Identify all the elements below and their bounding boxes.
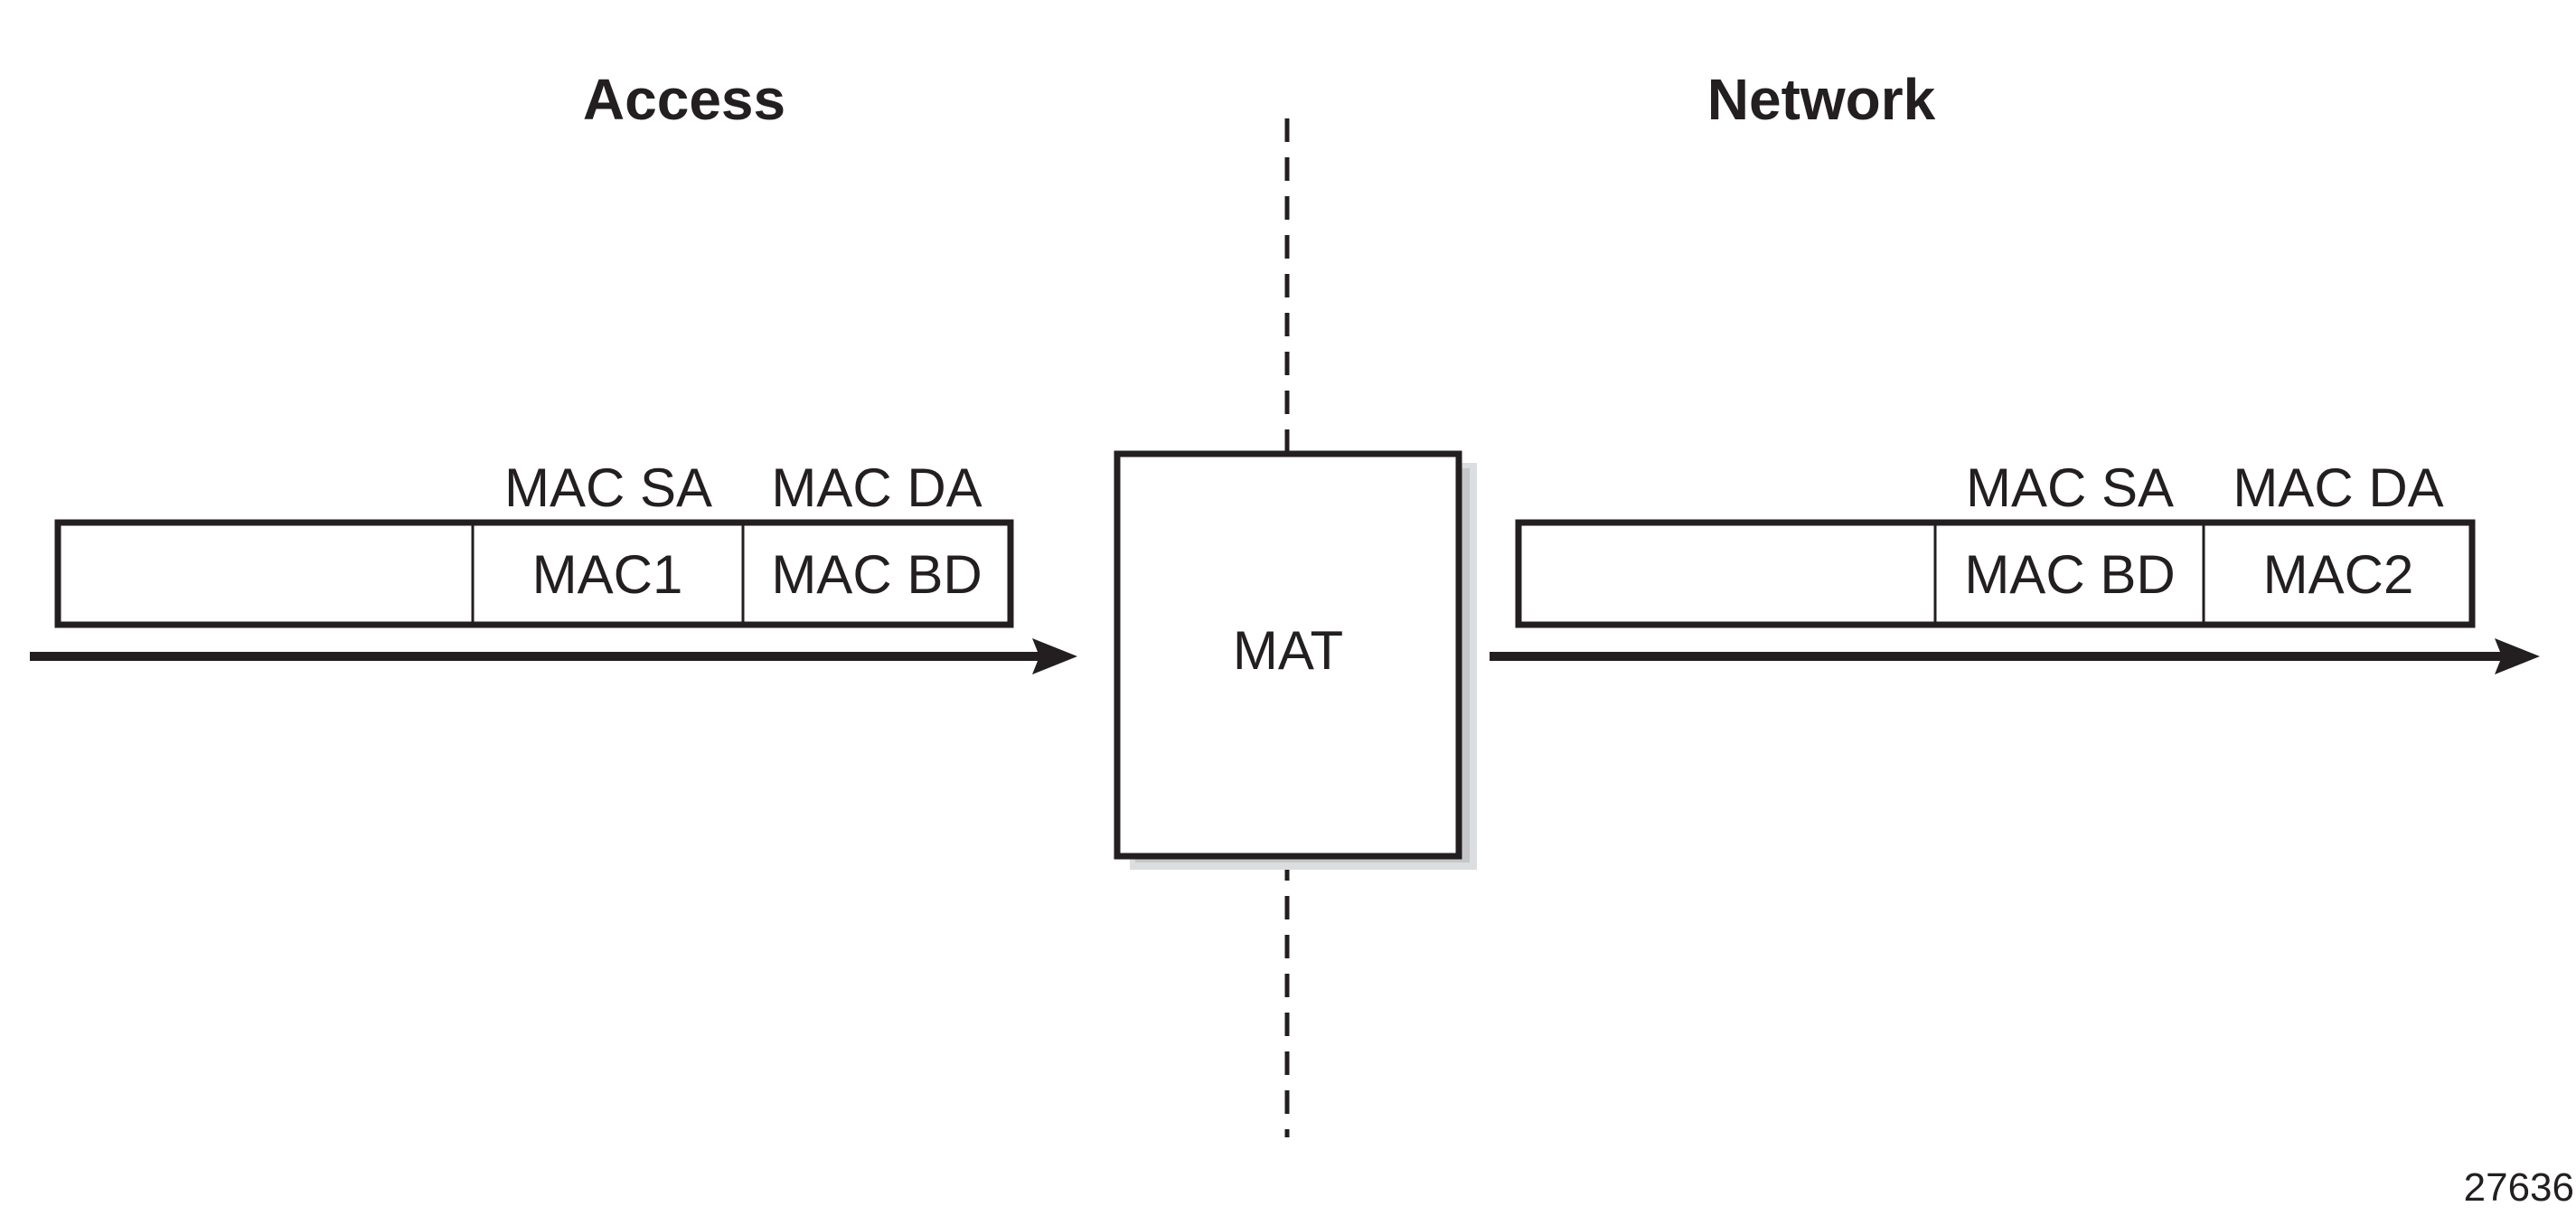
network-flow-arrow <box>1490 638 2540 674</box>
mat-label: MAT <box>1233 620 1343 681</box>
access-flow-arrow <box>30 638 1077 674</box>
access-title: Access <box>583 67 785 132</box>
access-frame-outline <box>54 519 1014 628</box>
mat-box <box>1114 450 1462 860</box>
access-frame: MAC SA MAC DA MAC1 MAC BD <box>54 457 1014 628</box>
access-header-mac-sa: MAC SA <box>504 457 712 518</box>
access-field-sa: MAC1 <box>532 544 683 605</box>
network-frame: MAC SA MAC DA MAC BD MAC2 <box>1515 457 2476 628</box>
network-frame-outline <box>1515 519 2476 628</box>
access-arrow-head-icon <box>1032 638 1077 674</box>
network-arrow-head-icon <box>2495 638 2540 674</box>
network-header-mac-da: MAC DA <box>2233 457 2443 518</box>
network-header-mac-sa: MAC SA <box>1966 457 2174 518</box>
network-title: Network <box>1707 67 1936 132</box>
network-field-sa: MAC BD <box>1964 544 2175 605</box>
access-field-da: MAC BD <box>771 544 982 605</box>
figure-id: 27636 <box>2464 1165 2574 1210</box>
network-field-da: MAC2 <box>2263 544 2414 605</box>
access-header-mac-da: MAC DA <box>771 457 982 518</box>
